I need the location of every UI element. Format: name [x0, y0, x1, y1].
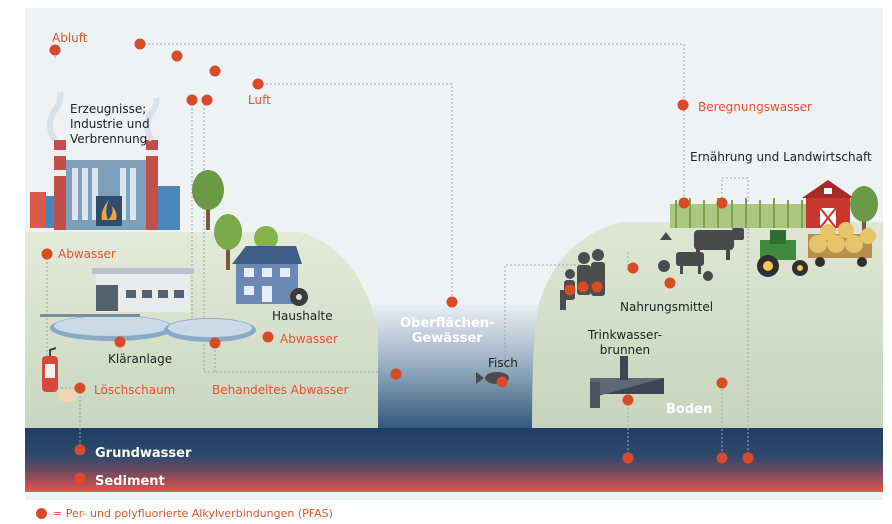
- pfas-dot-icon: [201, 94, 213, 106]
- pfas-dot-icon: [262, 331, 274, 343]
- label-oberflaechengewaesser: Oberflächen- Gewässer: [400, 316, 495, 346]
- label-abwasser-left: Abwasser: [58, 247, 116, 261]
- pfas-dot-icon: [664, 277, 676, 289]
- label-abluft: Abluft: [52, 31, 88, 45]
- pfas-dot-icon: [74, 444, 86, 456]
- pfas-dot-icon: [622, 452, 634, 464]
- tree-icon: [850, 186, 878, 235]
- pfas-dot-icon: [678, 197, 690, 209]
- groundwater-band: [25, 428, 883, 492]
- pfas-dot-icon: [716, 377, 728, 389]
- factory-icon: [30, 91, 180, 230]
- cow-icon: [658, 228, 744, 281]
- house-icon: [232, 246, 308, 306]
- label-behandeltes-abwasser: Behandeltes Abwasser: [212, 383, 349, 397]
- label-boden: Boden: [666, 402, 713, 417]
- pfas-dot-icon: [114, 336, 126, 348]
- pfas-dot-icon: [577, 281, 589, 293]
- pfas-dot-icon: [564, 284, 576, 296]
- pfas-dot-icon: [186, 94, 198, 106]
- fire-extinguisher-icon: [42, 347, 78, 402]
- label-ernaehrung: Ernährung und Landwirtschaft: [690, 150, 872, 164]
- label-beregnungswasser: Beregnungswasser: [698, 100, 812, 114]
- tree-icon: [192, 170, 278, 270]
- label-luft: Luft: [248, 93, 271, 107]
- pfas-dot-icon: [74, 472, 86, 484]
- pfas-dot-icon: [171, 50, 183, 62]
- pfas-dot-icon: [390, 368, 402, 380]
- label-trinkwasserbrunnen: Trinkwasser- brunnen: [588, 328, 662, 357]
- pfas-dot-icon: [716, 452, 728, 464]
- label-grundwasser: Grundwasser: [95, 446, 192, 461]
- legend-text: = Per- und polyfluorierte Alkylverbindun…: [53, 507, 333, 520]
- pfas-dot-icon: [209, 337, 221, 349]
- pfas-dot-icon: [74, 382, 86, 394]
- pfas-dot-icon: [742, 452, 754, 464]
- label-nahrungsmittel: Nahrungsmittel: [620, 300, 714, 314]
- label-klaeranlage: Kläranlage: [108, 352, 173, 366]
- crop-field: [670, 198, 810, 228]
- pfas-dot-icon: [627, 262, 639, 274]
- pfas-dot-icon: [49, 44, 61, 56]
- barn-icon: [802, 180, 854, 229]
- pfas-dot-icon: [496, 376, 508, 388]
- pfas-dot-icon: [591, 281, 603, 293]
- pfas-dot-icon: [209, 65, 221, 77]
- label-erzeugnisse: Erzeugnisse; Industrie und Verbrennung: [70, 102, 150, 146]
- legend: = Per- und polyfluorierte Alkylverbindun…: [36, 507, 333, 520]
- pfas-dot-icon: [716, 197, 728, 209]
- label-fisch: Fisch: [488, 356, 518, 370]
- pfas-dot-icon: [622, 394, 634, 406]
- pfas-dot-icon: [134, 38, 146, 50]
- treatment-plant-icon: [40, 268, 256, 342]
- well-icon: [590, 356, 664, 408]
- tractor-icon: [757, 222, 876, 277]
- label-loeschschaum: Löschschaum: [94, 383, 176, 397]
- label-abwasser-right: Abwasser: [280, 332, 338, 346]
- label-sediment: Sediment: [95, 474, 165, 489]
- pfas-dot-icon: [252, 78, 264, 90]
- pfas-dots: [41, 38, 754, 484]
- pfas-dot-icon: [446, 296, 458, 308]
- pfas-dot-icon: [36, 508, 47, 519]
- pfas-dot-icon: [41, 248, 53, 260]
- pfas-dot-icon: [677, 99, 689, 111]
- label-haushalte: Haushalte: [272, 309, 333, 323]
